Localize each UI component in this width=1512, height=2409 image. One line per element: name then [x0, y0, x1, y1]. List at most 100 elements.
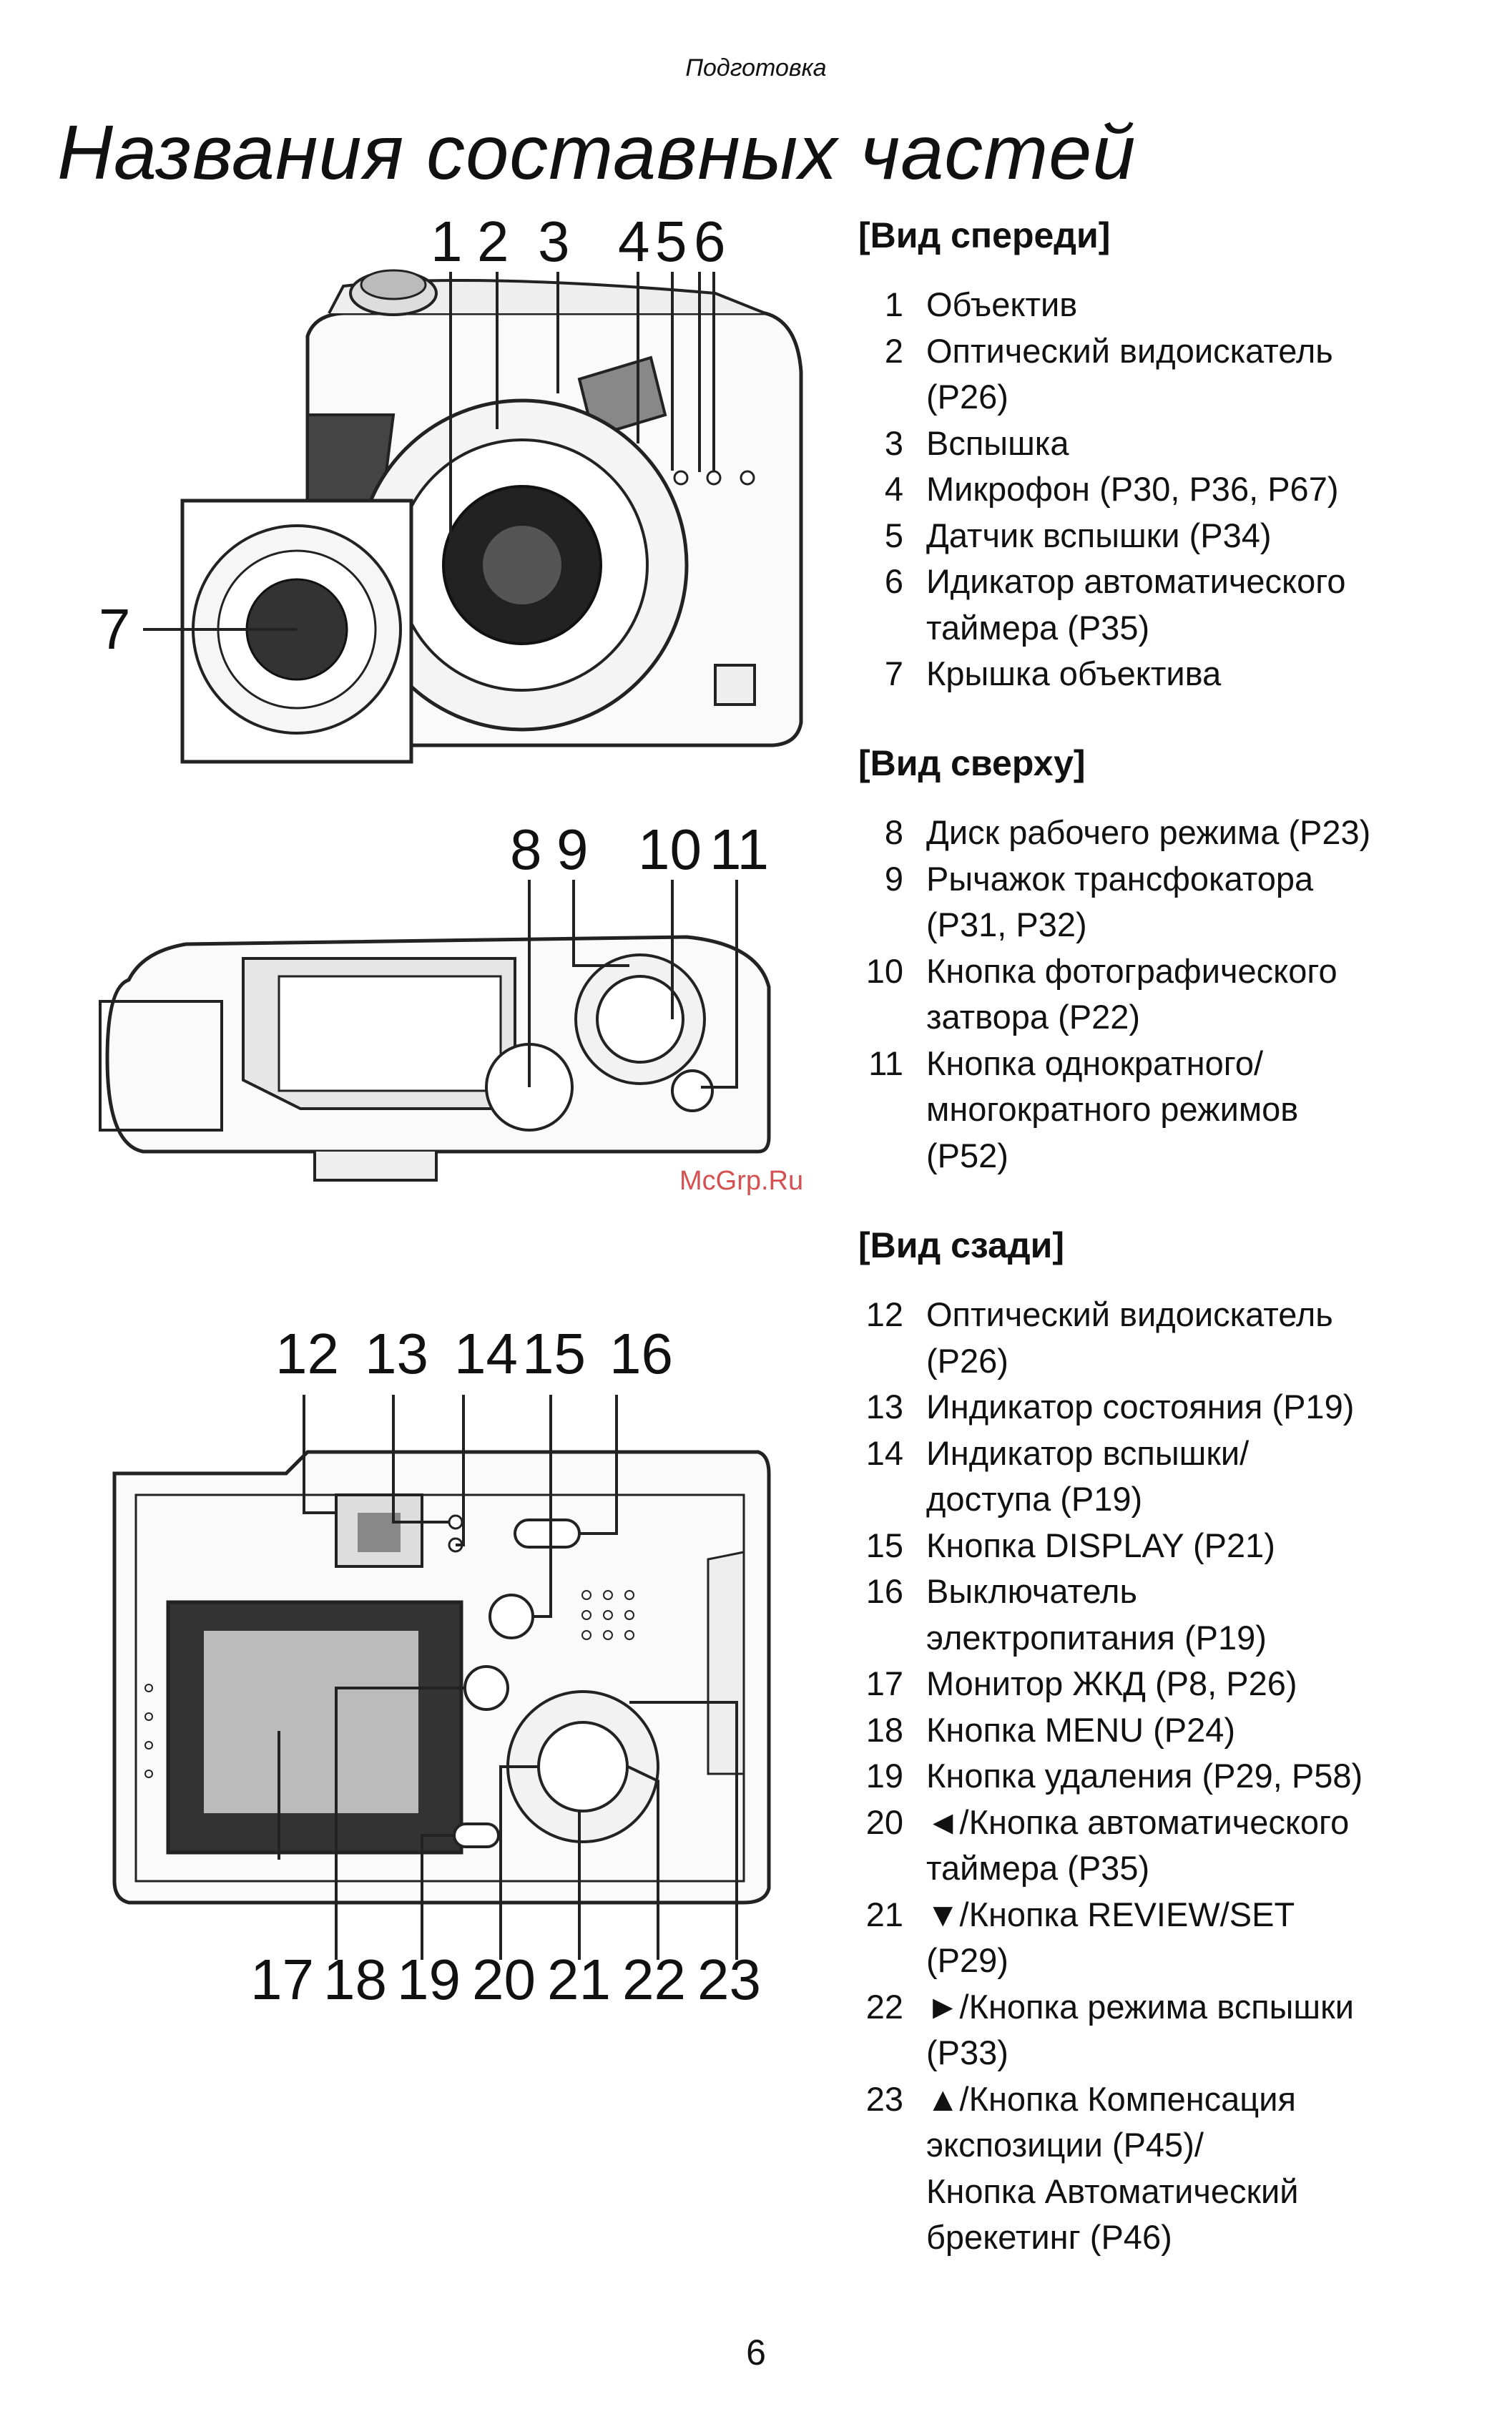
item-text-line: Кнопка фотографического [926, 951, 1337, 990]
item-number: 10 [865, 951, 903, 990]
list-item: 7 Крышка объектива [855, 651, 1470, 697]
back-label-17: 17 [250, 1948, 314, 2011]
front-label-2: 2 [477, 210, 509, 273]
list-item: 17 Монитор ЖКД (P8, P26) [855, 1661, 1470, 1707]
item-number: 23 [865, 2079, 903, 2118]
item-text-line: экспозиции (P45)/ [926, 2126, 1204, 2164]
item-text-line: ▲/Кнопка Компенсация [926, 2079, 1296, 2118]
item-text-line: электропитания (P19) [926, 1618, 1267, 1657]
list-item: 21▼/Кнопка REVIEW/SET(P29) [855, 1892, 1470, 1984]
list-item: 1 Объектив [855, 282, 1470, 328]
running-header: Подготовка [685, 54, 827, 82]
section-title-back: [Вид сзади] [858, 1225, 1065, 1265]
item-text-line: Диск рабочего режима (P23) [926, 813, 1371, 851]
item-number: 20 [865, 1802, 903, 1841]
item-number: 17 [865, 1664, 903, 1702]
item-text-line: Объектив [926, 285, 1078, 323]
back-label-22: 22 [622, 1948, 686, 2011]
item-text-line: таймера (P35) [926, 1849, 1150, 1887]
item-text-line: (P33) [926, 2033, 1008, 2071]
item-number: 22 [865, 1987, 903, 2026]
item-text-line: (P26) [926, 1341, 1008, 1380]
list-item: 3 Вспышка [855, 421, 1470, 467]
item-number: 1 [884, 285, 903, 323]
item-text-line: таймера (P35) [926, 608, 1150, 647]
item-text-line: Выключатель [926, 1572, 1137, 1610]
front-label-4: 4 [618, 210, 650, 273]
list-item: 22 ►/Кнопка режима вспышки (P33) [855, 1984, 1470, 2076]
item-text-line: Кнопка удаления (P29, P58) [926, 1757, 1363, 1795]
camera-top-view-figure: 8 9 10 11 [99, 818, 772, 1194]
item-text-line: ◄/Кнопка автоматического [926, 1802, 1350, 1841]
item-text-line: Крышка объектива [926, 654, 1222, 692]
front-label-1: 1 [431, 210, 463, 273]
back-label-12: 12 [275, 1322, 339, 1385]
item-text-line: затвора (P22) [926, 998, 1141, 1036]
front-label-7: 7 [99, 597, 131, 661]
item-number: 15 [865, 1526, 903, 1564]
back-label-23: 23 [697, 1948, 761, 2011]
item-text-line: Вспышка [926, 423, 1069, 462]
item-number: 8 [884, 813, 903, 851]
page-title: Названия составных частей [57, 109, 1137, 195]
list-item: 8 Диск рабочего режима (P23) [855, 810, 1470, 856]
item-number: 19 [865, 1757, 903, 1795]
item-number: 7 [884, 654, 903, 692]
item-text-line: Оптический видоискатель [926, 331, 1333, 370]
item-text-line: доступа (P19) [926, 1480, 1143, 1518]
back-label-14: 14 [454, 1322, 518, 1385]
item-number: 12 [865, 1295, 903, 1333]
back-label-16: 16 [609, 1322, 673, 1385]
section-title-top: [Вид сверху] [858, 743, 1086, 783]
back-label-13: 13 [365, 1322, 428, 1385]
front-label-5: 5 [655, 210, 687, 273]
front-label-6: 6 [694, 210, 726, 273]
front-label-3: 3 [538, 210, 570, 273]
list-item: 23 ▲/Кнопка Компенсация экспозиции (P45)/ К… [855, 2076, 1470, 2261]
list-item: 19 Кнопка удаления (P29, P58) [855, 1753, 1470, 1800]
top-label-9: 9 [556, 818, 589, 881]
back-label-15: 15 [522, 1322, 586, 1385]
back-label-21: 21 [547, 1948, 611, 2011]
back-label-18: 18 [323, 1948, 387, 2011]
item-number: 11 [868, 1044, 903, 1082]
item-text-line: (P26) [926, 378, 1008, 416]
item-text-line: Идикатор автоматического [926, 562, 1346, 600]
item-text-line: Датчик вспышки (P34) [926, 516, 1272, 554]
item-text-line: Кнопка MENU (P24) [926, 1710, 1236, 1749]
item-number: 5 [884, 516, 903, 554]
list-item: 20 ◄/Кнопка автоматического таймера (P35) [855, 1800, 1470, 1892]
item-number: 3 [884, 423, 903, 462]
top-label-10: 10 [638, 818, 702, 881]
item-text-line: (P31, P32) [926, 906, 1087, 943]
item-text-line: Рычажок трансфокатора [926, 859, 1314, 898]
item-text-line: брекетинг (P46) [926, 2218, 1172, 2256]
top-label-11: 11 [710, 818, 769, 881]
back-label-20: 20 [472, 1948, 536, 2011]
item-text-line: Кнопка Автоматический [926, 2172, 1299, 2210]
item-text-line: Индикатор состояния (P19) [926, 1388, 1355, 1426]
item-text-line: ►/Кнопка режима вспышки [926, 1987, 1354, 2026]
list-item: 10 Кнопка фотографического затвора (P22) [855, 948, 1470, 1041]
item-number: 13 [865, 1388, 903, 1426]
item-number: 6 [884, 562, 903, 600]
back-label-19: 19 [397, 1948, 461, 2011]
item-text-line: Монитор ЖКД (P8, P26) [926, 1664, 1297, 1702]
item-text-line: (P29) [926, 1941, 1008, 1979]
watermark: McGrp.Ru [679, 1166, 804, 1196]
list-item: 5 Датчик вспышки (P34) [855, 513, 1470, 559]
item-number: 16 [865, 1572, 903, 1610]
item-text-line: (P52) [926, 1136, 1008, 1174]
item-text-line: Индикатор вспышки/ [926, 1433, 1250, 1472]
